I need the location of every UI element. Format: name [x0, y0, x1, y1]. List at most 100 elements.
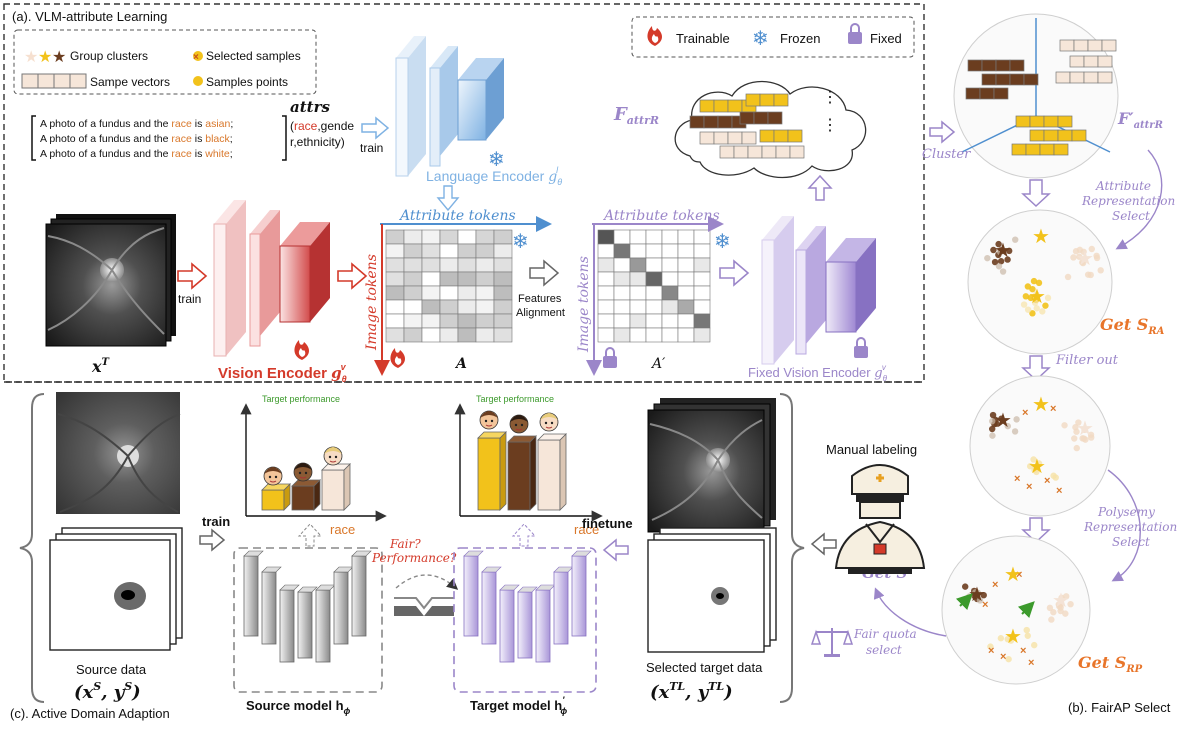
sample-point	[1031, 466, 1038, 474]
sample-point	[1024, 632, 1031, 639]
sample-vector-cell	[767, 111, 783, 125]
star-icon: ★	[1052, 590, 1070, 612]
eye	[544, 421, 548, 425]
matrix-cell	[457, 243, 477, 259]
source-data-label: Source data	[76, 662, 147, 677]
arrow-finetune	[602, 538, 629, 562]
bar-side	[499, 431, 507, 511]
sample-point	[1030, 277, 1038, 285]
attribute-tokens-label-a: Attribute tokens	[398, 208, 516, 224]
eye	[274, 475, 278, 479]
sample-point	[998, 415, 1005, 422]
cluster-vector-cell	[965, 87, 981, 100]
sample-point	[1004, 256, 1011, 263]
star-icon: ★	[1076, 248, 1094, 270]
selected-sample-icon: ×	[1026, 481, 1032, 493]
matrix-cell	[613, 285, 631, 301]
sample-point	[1050, 609, 1057, 616]
matrix-cell	[693, 271, 711, 287]
matrix-cell	[385, 327, 405, 343]
matrix-cell	[475, 313, 495, 329]
fair-quota-2: select	[866, 643, 902, 657]
language-encoder-block	[395, 36, 504, 177]
arrow-to-source-model	[199, 528, 226, 552]
bar-top	[477, 431, 507, 439]
sample-point	[1073, 428, 1080, 435]
cluster-vector-cell	[1043, 115, 1059, 128]
selected-sample-icon: ×	[1000, 651, 1006, 663]
sample-point	[989, 411, 997, 419]
sample-point	[987, 643, 994, 650]
matrix-cell	[629, 229, 647, 245]
unet-layer-top	[243, 550, 264, 557]
cluster-vector-cell	[981, 59, 997, 72]
arrow-to-cluster	[929, 120, 956, 144]
selected-sample-icon: ×	[1020, 645, 1026, 657]
matrix-cell	[493, 313, 513, 329]
sample-vector-cell	[727, 99, 743, 113]
matrix-cell	[385, 257, 405, 273]
star-icon: ★	[1004, 626, 1022, 648]
selected-sample-icon: ×	[1050, 403, 1056, 415]
cluster-vector-cell	[1053, 143, 1069, 156]
attrs-line-1: (race,gende	[290, 119, 354, 133]
matrix-cell	[661, 299, 679, 315]
attr-repr-select-3: Select	[1112, 209, 1150, 223]
matrix-cell	[493, 229, 513, 245]
target-model-label: Target model h′ϕ	[470, 695, 567, 716]
cluster-vector-cell	[1101, 39, 1117, 52]
matrix-cell	[661, 313, 679, 329]
legend-sample-vectors: Sampe vectors	[90, 75, 170, 89]
sample-point	[1075, 419, 1082, 426]
matrix-cell	[385, 299, 405, 315]
sample-vector-cell	[787, 129, 803, 143]
get-s-rp-label: Get SRP	[1078, 653, 1143, 675]
fundus-image-stack	[45, 214, 176, 347]
matrix-cell	[661, 243, 679, 259]
sample-point	[1033, 294, 1040, 301]
sample-point	[1079, 435, 1086, 442]
panel-c-title: (c). Active Domain Adaption	[10, 706, 170, 721]
polysemy-circle	[941, 535, 1091, 685]
eye	[298, 471, 302, 475]
cluster-vector-cell	[1029, 115, 1045, 128]
matrix-cell	[457, 299, 477, 315]
sample-point	[988, 425, 996, 433]
matrix-cell	[421, 313, 441, 329]
matrix-cell	[457, 285, 477, 301]
cluster-vector-cell	[1059, 39, 1075, 52]
transfer-arrow	[395, 574, 459, 590]
matrix-cell	[385, 271, 405, 287]
cluster-vector-cell	[1029, 129, 1045, 142]
unet-layer	[297, 591, 313, 659]
sample-point	[997, 635, 1005, 642]
sample-point	[1076, 253, 1083, 260]
unet-layer-top	[499, 584, 520, 591]
matrix-cell	[661, 285, 679, 301]
matrix-cell	[645, 327, 663, 343]
sample-vector-cell	[773, 93, 789, 107]
matrix-cell	[645, 229, 663, 245]
bar-top	[507, 435, 537, 443]
sample-point	[1087, 271, 1094, 279]
matrix-cell	[597, 327, 615, 343]
sample-point	[1088, 245, 1095, 253]
sample-point	[1088, 434, 1095, 441]
legend-sample-points: Samples points	[206, 75, 288, 89]
matrix-cell	[677, 271, 695, 287]
unet-layer	[279, 589, 295, 663]
sample-point-icon	[193, 76, 203, 86]
matrix-cell	[597, 243, 615, 259]
source-unet	[243, 550, 372, 663]
sample-vector-cell	[759, 93, 775, 107]
sample-point	[1024, 283, 1032, 290]
matrix-cell	[421, 271, 441, 287]
cluster-label: Cluster	[922, 147, 971, 162]
image-tokens-label-a: Image tokens	[364, 254, 380, 351]
matrix-cell	[403, 327, 423, 343]
eye	[520, 423, 524, 427]
domain-gap-icon	[394, 597, 454, 616]
matrix-cell	[457, 229, 477, 245]
matrix-cell	[421, 299, 441, 315]
sample-point	[1039, 308, 1046, 315]
